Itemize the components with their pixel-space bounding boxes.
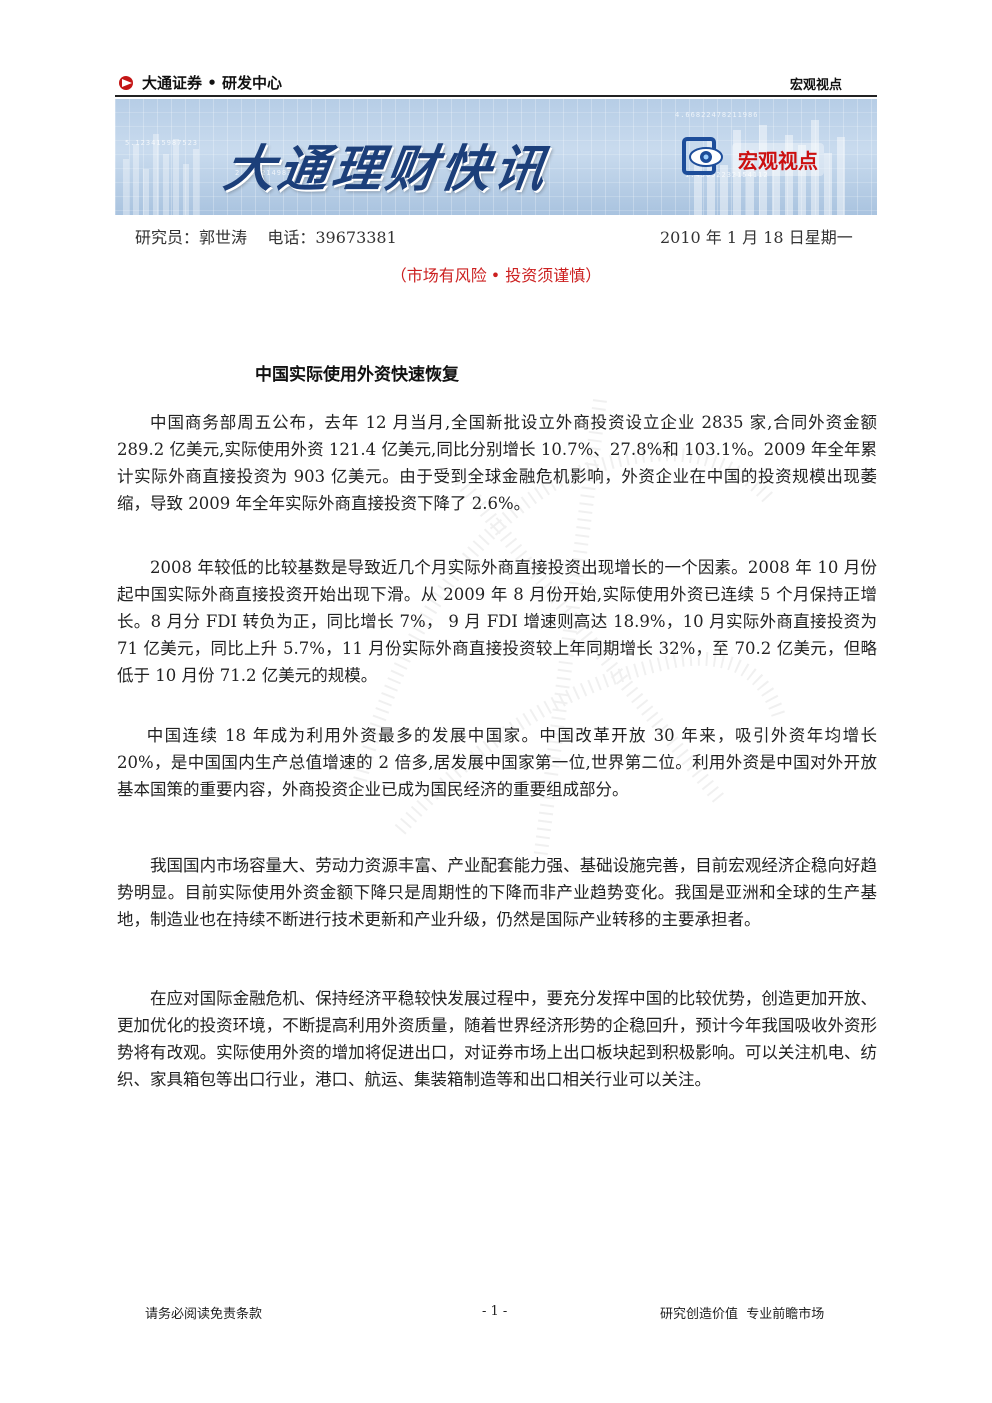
watermark-logo — [353, 399, 787, 861]
banner-left-bars-graphic — [123, 134, 199, 215]
risk-notice-part1: （市场有风险 — [390, 266, 487, 285]
banner-number-text: 5.123415987523 — [125, 139, 199, 147]
section-label: 宏观视点 — [790, 78, 843, 93]
brand-header: 大通证券 • 研发中心 — [118, 72, 282, 93]
report-date: 2010 年 1 月 18 日星期一 — [660, 228, 853, 247]
brand-name: 大通证券 • 研发中心 — [142, 74, 283, 92]
risk-notice: （市场有风险• 投资须谨慎） — [0, 262, 992, 286]
footer-slogan: 研究创造价值 专业前瞻市场 — [660, 1307, 825, 1322]
banner-title: 大通理财快讯 — [220, 139, 553, 198]
banner-badge-text: 宏观视点 — [732, 142, 824, 176]
banner-bars-graphic — [694, 120, 845, 215]
brand-logo-icon — [118, 75, 136, 91]
risk-notice-part2: • 投资须谨慎） — [490, 266, 602, 285]
header-divider — [115, 95, 877, 97]
researcher-info: 研究员：郭世涛 电话：39673381 — [135, 228, 397, 247]
banner-badge: 宏观视点 — [680, 133, 824, 185]
article-paragraph: 我国国内市场容量大、劳动力资源丰富、产业配套能力强、基础设施完善，目前宏观经济企… — [117, 856, 877, 929]
eye-icon — [680, 133, 728, 185]
banner-number-text: 2.163214983123 — [235, 169, 309, 177]
article-paragraph: 中国连续 18 年成为利用外资最多的发展中国家。中国改革开放 30 年来，吸引外… — [117, 726, 877, 799]
banner-number-text: 1.45692232154112 — [685, 171, 768, 179]
banner-number-text: 4.66822478211986 — [675, 111, 759, 119]
article-paragraph: 中国商务部周五公布，去年 12 月当月,全国新批设立外商投资设立企业 2835 … — [117, 413, 877, 513]
article-title: 中国实际使用外资快速恢复 — [255, 365, 459, 385]
banner: 2.163214983123 4.66822478211986 1.456922… — [115, 99, 877, 215]
page-number: - 1 - — [482, 1304, 508, 1319]
article-paragraph: 2008 年较低的比较基数是导致近几个月实际外商直接投资出现增长的一个因素。20… — [117, 558, 877, 685]
article-paragraph: 在应对国际金融危机、保持经济平稳较快发展过程中，要充分发挥中国的比较优势，创造更… — [117, 989, 877, 1089]
banner-grid-pattern — [115, 99, 877, 215]
disclaimer-link[interactable]: 请务必阅读免责条款 — [145, 1307, 263, 1322]
